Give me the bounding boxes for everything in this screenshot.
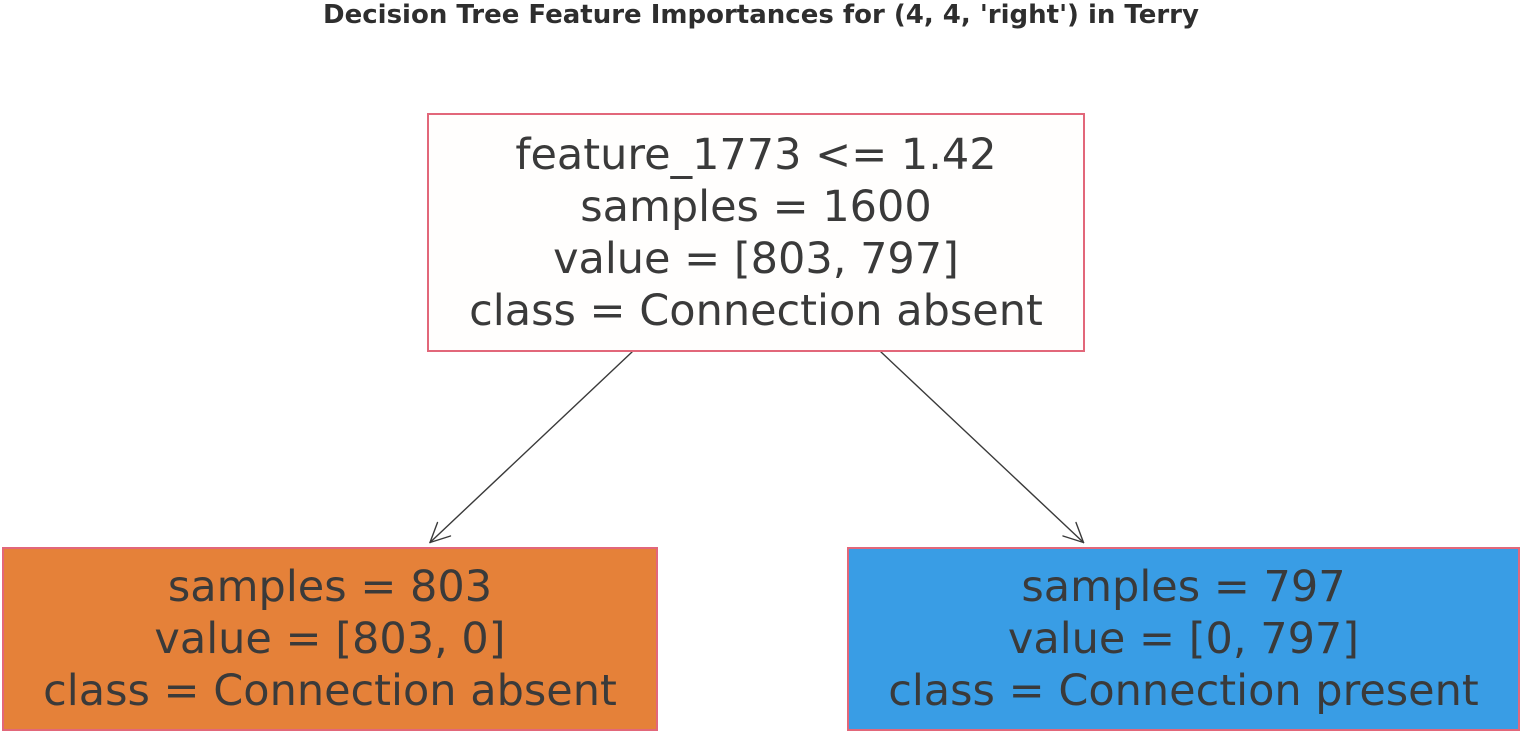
- left-leaf-class: class = Connection absent: [43, 666, 617, 716]
- root-samples: samples = 1600: [580, 181, 932, 232]
- root-decision-node: feature_1773 <= 1.42 samples = 1600 valu…: [427, 113, 1085, 352]
- figure-title: Decision Tree Feature Importances for (4…: [323, 0, 1199, 30]
- left-leaf-node: samples = 803 value = [803, 0] class = C…: [2, 547, 658, 731]
- left-leaf-samples: samples = 803: [167, 562, 493, 612]
- left-leaf-value: value = [803, 0]: [154, 614, 506, 664]
- root-split-condition: feature_1773 <= 1.42: [515, 129, 997, 180]
- root-value: value = [803, 797]: [553, 233, 959, 284]
- right-leaf-node: samples = 797 value = [0, 797] class = C…: [847, 547, 1520, 731]
- right-leaf-class: class = Connection present: [888, 666, 1479, 716]
- right-leaf-value: value = [0, 797]: [1007, 614, 1360, 664]
- right-leaf-samples: samples = 797: [1021, 562, 1346, 612]
- root-class: class = Connection absent: [469, 285, 1043, 336]
- right-branch-arrow: [880, 351, 1085, 544]
- left-branch-arrow: [429, 351, 633, 544]
